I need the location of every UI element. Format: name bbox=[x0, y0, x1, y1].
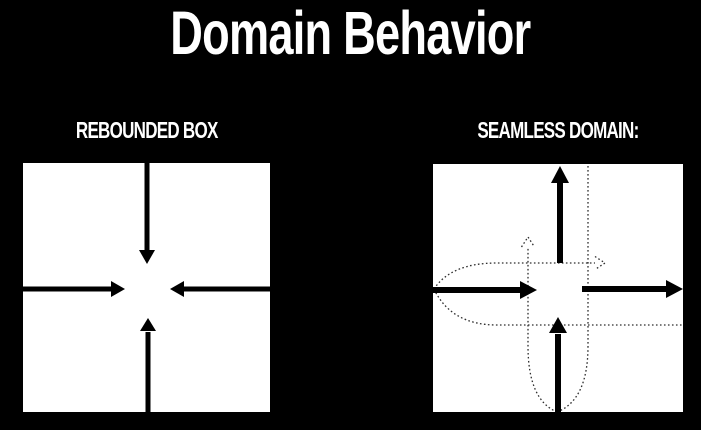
left-panel-label: REBOUNDED BOX bbox=[23, 117, 270, 143]
exit-top-arrow-icon bbox=[551, 166, 569, 263]
inward-left-arrow-icon bbox=[23, 281, 125, 297]
entry-left-arrow-icon bbox=[433, 281, 537, 299]
entry-bottom-arrow-icon bbox=[549, 317, 567, 412]
inward-right-arrow-icon bbox=[170, 281, 270, 297]
seamless-domain-diagram bbox=[433, 164, 683, 412]
exit-right-arrow-icon bbox=[582, 280, 683, 298]
vertical-wrap-loop bbox=[520, 164, 589, 412]
rebounded-box-diagram bbox=[23, 163, 270, 412]
wrap-up-chevron-icon bbox=[520, 235, 536, 248]
inward-top-arrow-icon bbox=[139, 163, 155, 264]
page-title: Domain Behavior bbox=[0, 2, 701, 64]
inward-bottom-arrow-icon bbox=[140, 318, 156, 412]
right-panel-label-text: SEAMLESS DOMAIN: bbox=[477, 117, 639, 143]
right-panel-label: SEAMLESS DOMAIN: bbox=[433, 117, 683, 143]
page-title-text: Domain Behavior bbox=[170, 0, 531, 67]
horizontal-wrap-loop bbox=[433, 255, 683, 326]
wrap-right-chevron-icon bbox=[594, 255, 607, 271]
left-panel-label-text: REBOUNDED BOX bbox=[75, 117, 218, 143]
